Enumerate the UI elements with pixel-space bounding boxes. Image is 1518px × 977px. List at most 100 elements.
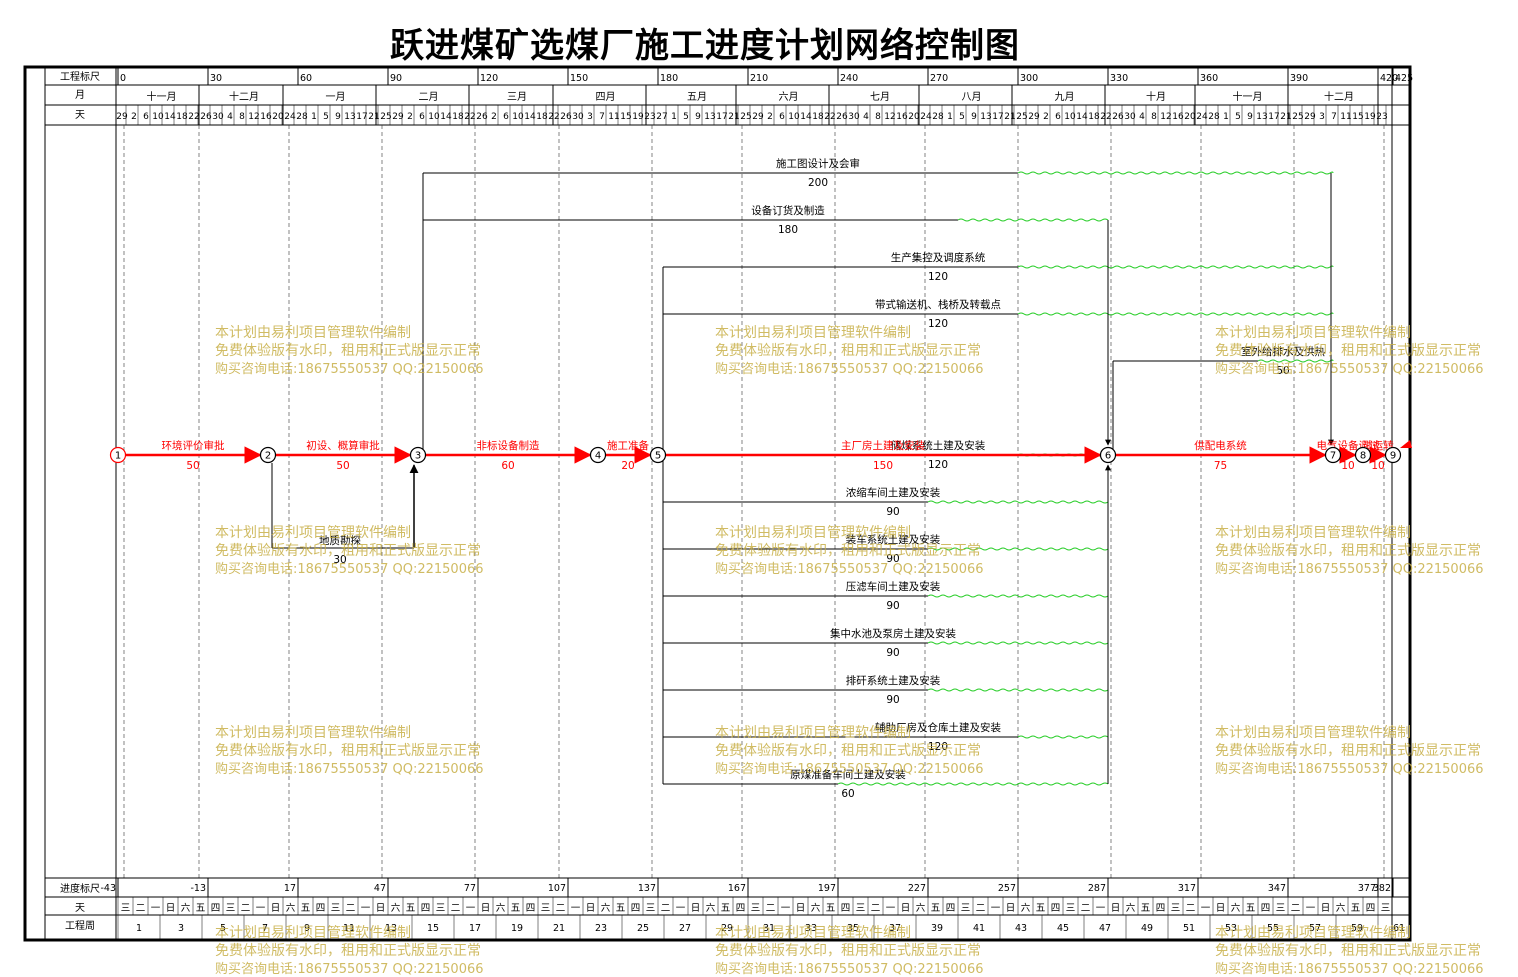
- slack-wave: [1017, 265, 1334, 269]
- day-label: 6: [503, 112, 509, 122]
- progress-tick-label: 167: [728, 883, 746, 894]
- weekday-label: 日: [166, 903, 176, 914]
- weekday-label: 五: [196, 903, 206, 914]
- node-circle: [109, 446, 127, 464]
- progress-tick-label: 107: [548, 883, 566, 894]
- node-label: 9: [1390, 451, 1396, 462]
- week-label: 25: [637, 923, 649, 934]
- watermark-line3: 购买咨询电话:18675550537 QQ:22150066: [1215, 761, 1484, 777]
- month-label: 八月: [962, 91, 982, 103]
- node-label: 1: [115, 451, 121, 462]
- node-2: 2: [259, 446, 277, 464]
- day-label: 12: [884, 112, 895, 122]
- watermark-line3: 购买咨询电话:18675550537 QQ:22150066: [215, 561, 484, 577]
- day-label: 24: [284, 112, 296, 122]
- watermark-block: 本计划由易利项目管理软件编制免费体验版有水印，租用和正式版显示正常购买咨询电话:…: [1215, 325, 1484, 377]
- critical-duration: 20: [621, 460, 634, 472]
- day-label: 5: [959, 112, 965, 122]
- day-label: 10: [512, 112, 524, 122]
- watermark-line2: 免费体验版有水印，租用和正式版显示正常: [715, 743, 981, 759]
- day-label: 2: [1043, 112, 1049, 122]
- weekday-label: 五: [1141, 903, 1151, 914]
- progress-tick-label: 77: [464, 883, 476, 894]
- progress-tick-label: 257: [998, 883, 1016, 894]
- weekday-label: 一: [361, 903, 371, 914]
- day-label: 29: [1304, 112, 1316, 122]
- day-label: 6: [419, 112, 425, 122]
- day-label: 9: [695, 112, 701, 122]
- day-label: 11: [1340, 112, 1351, 122]
- day-label: 14: [440, 112, 452, 122]
- watermark-line2: 免费体验版有水印，租用和正式版显示正常: [715, 343, 981, 359]
- watermark-line1: 本计划由易利项目管理软件编制: [1215, 725, 1411, 741]
- node-label: 4: [595, 451, 601, 462]
- outer-frame: [23, 65, 1412, 942]
- week-label: 51: [1183, 923, 1195, 934]
- critical-path-layer: 环境评价审批50初设、概算审批50非标设备制造60施工准备20主厂房土建及安装1…: [126, 439, 1412, 472]
- node-circle: [1099, 446, 1117, 464]
- weekday-label: 三: [226, 903, 236, 914]
- week-label: 61: [1393, 923, 1405, 934]
- node-circle: [409, 446, 427, 464]
- weekday-label: 六: [496, 902, 506, 914]
- day-label: 18: [1088, 112, 1100, 122]
- week-label: 31: [763, 923, 775, 934]
- scale-tick-label: 60: [300, 73, 312, 84]
- watermark-block: 本计划由易利项目管理软件编制免费体验版有水印，租用和正式版显示正常购买咨询电话:…: [715, 525, 984, 577]
- task-duration: 90: [886, 694, 899, 706]
- node-7: 7: [1324, 446, 1342, 464]
- weekday-label: 二: [241, 903, 251, 914]
- header-row-label: 工程标尺: [60, 71, 100, 83]
- scale-tick-label: 120: [480, 73, 498, 84]
- task-name: 原煤准备车间土建及安装: [790, 768, 906, 781]
- watermark-layer: 本计划由易利项目管理软件编制免费体验版有水印，租用和正式版显示正常购买咨询电话:…: [215, 325, 1484, 977]
- weekday-label: 一: [1306, 903, 1316, 914]
- scale-tick-label: 90: [390, 73, 402, 84]
- task-name: 排矸系统土建及安装: [846, 674, 941, 687]
- node-8: 8: [1354, 446, 1372, 464]
- day-label: 25: [740, 112, 751, 122]
- slack-wave: [927, 688, 1109, 692]
- day-label: 21: [1004, 112, 1015, 122]
- critical-duration: 50: [336, 460, 349, 472]
- progress-tick-label: 317: [1178, 883, 1196, 894]
- footer-row-label: 天: [75, 903, 85, 914]
- footer-row-label: 进度标尺: [60, 882, 100, 895]
- weekday-label: 二: [976, 903, 986, 914]
- weekday-label: 五: [931, 903, 941, 914]
- weekday-label: 四: [1366, 903, 1376, 914]
- month-label: 二月: [419, 91, 439, 103]
- node-5: 5: [649, 446, 667, 464]
- weekday-label: 四: [631, 903, 641, 914]
- day-label: 16: [896, 112, 908, 122]
- scale-tick-label: 360: [1200, 73, 1218, 84]
- task-duration: 90: [886, 553, 899, 565]
- critical-name: 非标设备制造: [477, 439, 540, 452]
- task-name: 浓缩车间土建及安装: [846, 486, 941, 499]
- watermark-line1: 本计划由易利项目管理软件编制: [215, 725, 411, 741]
- week-label: 45: [1057, 923, 1069, 934]
- weekday-label: 日: [901, 903, 911, 914]
- weekday-label: 二: [451, 903, 461, 914]
- weekday-label: 四: [1051, 903, 1061, 914]
- node-circle: [1324, 446, 1342, 464]
- month-label: 三月: [507, 91, 527, 103]
- weekday-label: 四: [946, 903, 956, 914]
- day-label: 1: [311, 112, 317, 122]
- day-label: 13: [344, 112, 355, 122]
- weekday-label: 日: [481, 903, 491, 914]
- week-label: 55: [1267, 923, 1279, 934]
- critical-name: 主厂房土建及安装: [841, 439, 925, 452]
- progress-tick-label: -43: [100, 883, 116, 894]
- page-title: 跃进煤矿选煤厂施工进度计划网络控制图: [390, 26, 1020, 66]
- day-label: 14: [1076, 112, 1088, 122]
- week-label: 7: [262, 923, 268, 934]
